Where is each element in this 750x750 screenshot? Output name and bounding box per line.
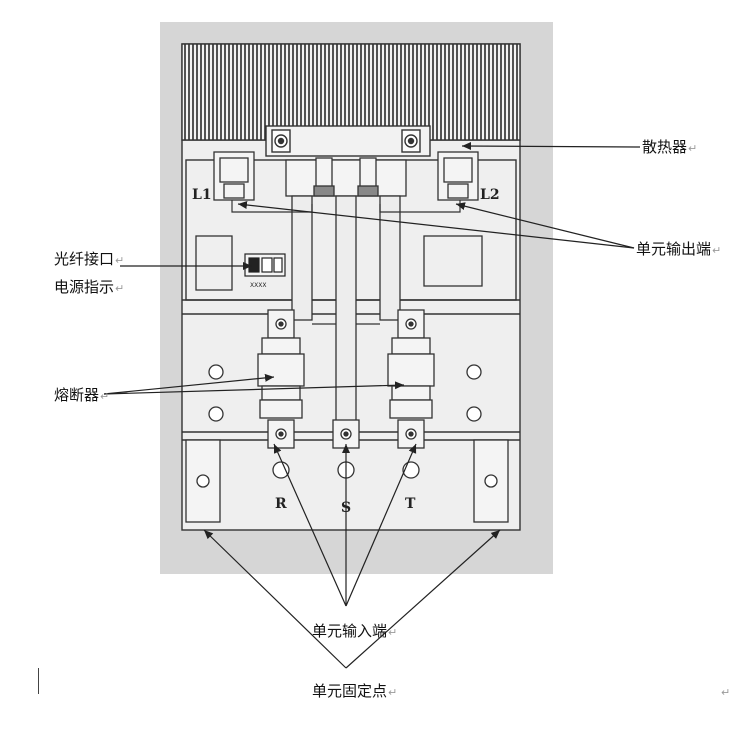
fiber-connector: [244, 253, 286, 277]
terminal-label-t: T: [405, 496, 416, 512]
return-mark: ↵: [688, 142, 698, 155]
return-mark: ↵: [721, 686, 731, 699]
callout-fix-left: [203, 529, 347, 669]
label-input-terminals: 单元输入端↵: [312, 622, 397, 642]
callout-input-t: [345, 443, 417, 607]
fuse-center-lug: [332, 419, 360, 449]
label-heatsink-text: 散热器: [642, 138, 688, 156]
callout-lines: [103, 142, 641, 669]
terminal-label-l1: L1: [192, 187, 212, 203]
heatsink-bracket: [265, 125, 431, 157]
label-power-indicator: 电源指示↵: [54, 278, 124, 298]
mounting-holes: [208, 364, 482, 422]
output-terminal-blocks: [213, 151, 479, 201]
terminal-label-r: R: [275, 496, 287, 512]
return-mark: ↵: [115, 282, 125, 295]
heatsink-fins: [181, 43, 521, 141]
label-output-terminals: 单元输出端↵: [636, 240, 721, 260]
side-panel-left: [195, 235, 233, 291]
return-mark: ↵: [100, 390, 110, 403]
return-mark: ↵: [712, 244, 722, 257]
label-fixing-points: 单元固定点↵: [312, 682, 397, 702]
side-panel-right: [423, 235, 483, 287]
label-fuse: 熔断器↵: [54, 386, 109, 406]
callout-input-r: [273, 443, 347, 607]
callout-fuse-left: [103, 373, 275, 395]
return-mark: ↵: [388, 686, 398, 699]
label-output-terminals-text: 单元输出端: [636, 240, 712, 258]
label-fuse-text: 熔断器: [54, 386, 100, 404]
return-mark: ↵: [115, 254, 125, 267]
return-mark: ↵: [388, 626, 398, 639]
fuse-right: [387, 309, 435, 449]
connector-code: XXXX: [250, 282, 266, 289]
callout-output-left: [237, 201, 635, 249]
trailing-return-mark: ↵: [720, 682, 730, 702]
callout-heatsink: [461, 142, 641, 151]
callout-fuse-right: [103, 381, 405, 395]
label-fixing-points-text: 单元固定点: [312, 682, 388, 700]
terminal-label-l2: L2: [480, 187, 500, 203]
callout-output-right: [455, 202, 635, 249]
text-cursor: [38, 668, 39, 694]
label-fiber-interface-text: 光纤接口: [54, 250, 115, 268]
callout-fix-right: [345, 529, 501, 669]
label-input-terminals-text: 单元输入端: [312, 622, 388, 640]
label-fiber-interface: 光纤接口↵: [54, 250, 124, 270]
bus-bars: [291, 195, 401, 431]
input-terminal-blocks: [185, 439, 509, 523]
label-power-indicator-text: 电源指示: [54, 278, 115, 296]
label-heatsink: 散热器↵: [642, 138, 697, 158]
